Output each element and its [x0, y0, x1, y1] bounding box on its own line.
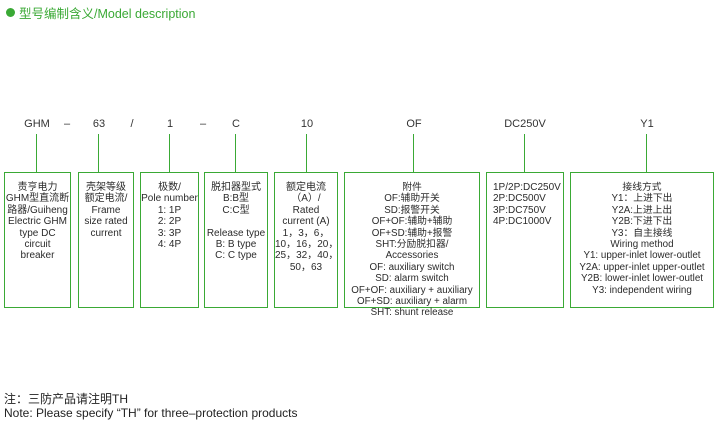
connector-line [306, 134, 307, 172]
green-dot-icon [6, 7, 15, 17]
code-part-wiring: Y1 [640, 118, 654, 130]
code-part-current: 10 [300, 118, 314, 130]
box-rated-current: 额定电流（A）/Rated current (A)1，3，6，10，16，20，… [274, 172, 338, 308]
code-part-accessory: OF [406, 118, 422, 130]
code-separator: – [63, 118, 71, 130]
connector-line [646, 134, 647, 172]
section-title: 型号编制含义/Model description [19, 6, 196, 21]
code-part-frame: 63 [92, 118, 106, 130]
section-header: 型号编制含义/Model description [6, 4, 196, 21]
connector-line [235, 134, 236, 172]
note-english: Note: Please specify “TH” for three–prot… [4, 406, 298, 420]
code-separator: / [130, 118, 134, 130]
code-part-poles: 1 [166, 118, 174, 130]
connector-line [524, 134, 525, 172]
connector-line [36, 134, 37, 172]
note-chinese: 注：三防产品请注明TH [4, 392, 128, 406]
code-part-release: C [232, 118, 240, 130]
connector-line [98, 134, 99, 172]
code-part-voltage: DC250V [504, 118, 546, 130]
code-separator: – [199, 118, 207, 130]
connector-line [169, 134, 170, 172]
code-part-model: GHM [24, 118, 50, 130]
connector-line [413, 134, 414, 172]
